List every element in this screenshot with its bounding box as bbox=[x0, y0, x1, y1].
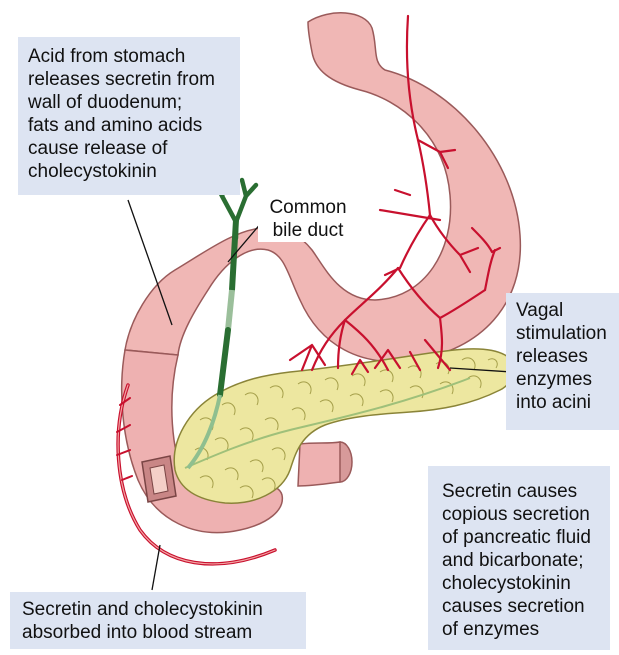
label-acid-from-stomach: Acid from stomach releases secretin from… bbox=[18, 37, 240, 195]
label-absorbed-into-blood: Secretin and cholecystokinin absorbed in… bbox=[10, 592, 306, 649]
label-common-bile-duct: Common bile duct bbox=[258, 196, 358, 242]
label-secretin-causes: Secretin causes copious secretion of pan… bbox=[428, 466, 610, 650]
common-bile-duct-lower bbox=[220, 330, 228, 395]
common-bile-duct-hidden bbox=[228, 290, 232, 330]
label-vagal-stimulation: Vagal stimulation releases enzymes into … bbox=[506, 293, 619, 430]
jejunum bbox=[298, 442, 340, 486]
